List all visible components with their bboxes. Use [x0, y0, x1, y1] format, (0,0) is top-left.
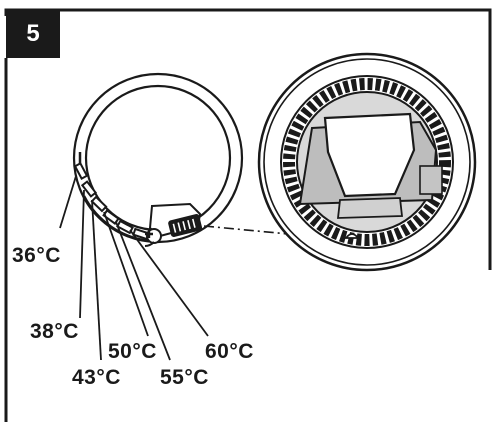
detail-handle-opening	[323, 112, 416, 198]
leader-lines	[59, 175, 209, 361]
temperature-label-38: 38°C	[30, 320, 79, 343]
step-number-badge: 5	[6, 10, 60, 58]
plus-mark	[145, 230, 153, 238]
temperature-label-43: 43°C	[72, 366, 121, 389]
temperature-label-50: 50°C	[108, 340, 157, 363]
temperature-label-60: 60°C	[205, 340, 254, 363]
safety-button	[144, 202, 203, 247]
temperature-label-55: 55°C	[160, 366, 209, 389]
temperature-label-36: 36°C	[12, 244, 61, 267]
detail-notch-marker	[344, 233, 360, 239]
detail-magnifier	[257, 52, 477, 272]
